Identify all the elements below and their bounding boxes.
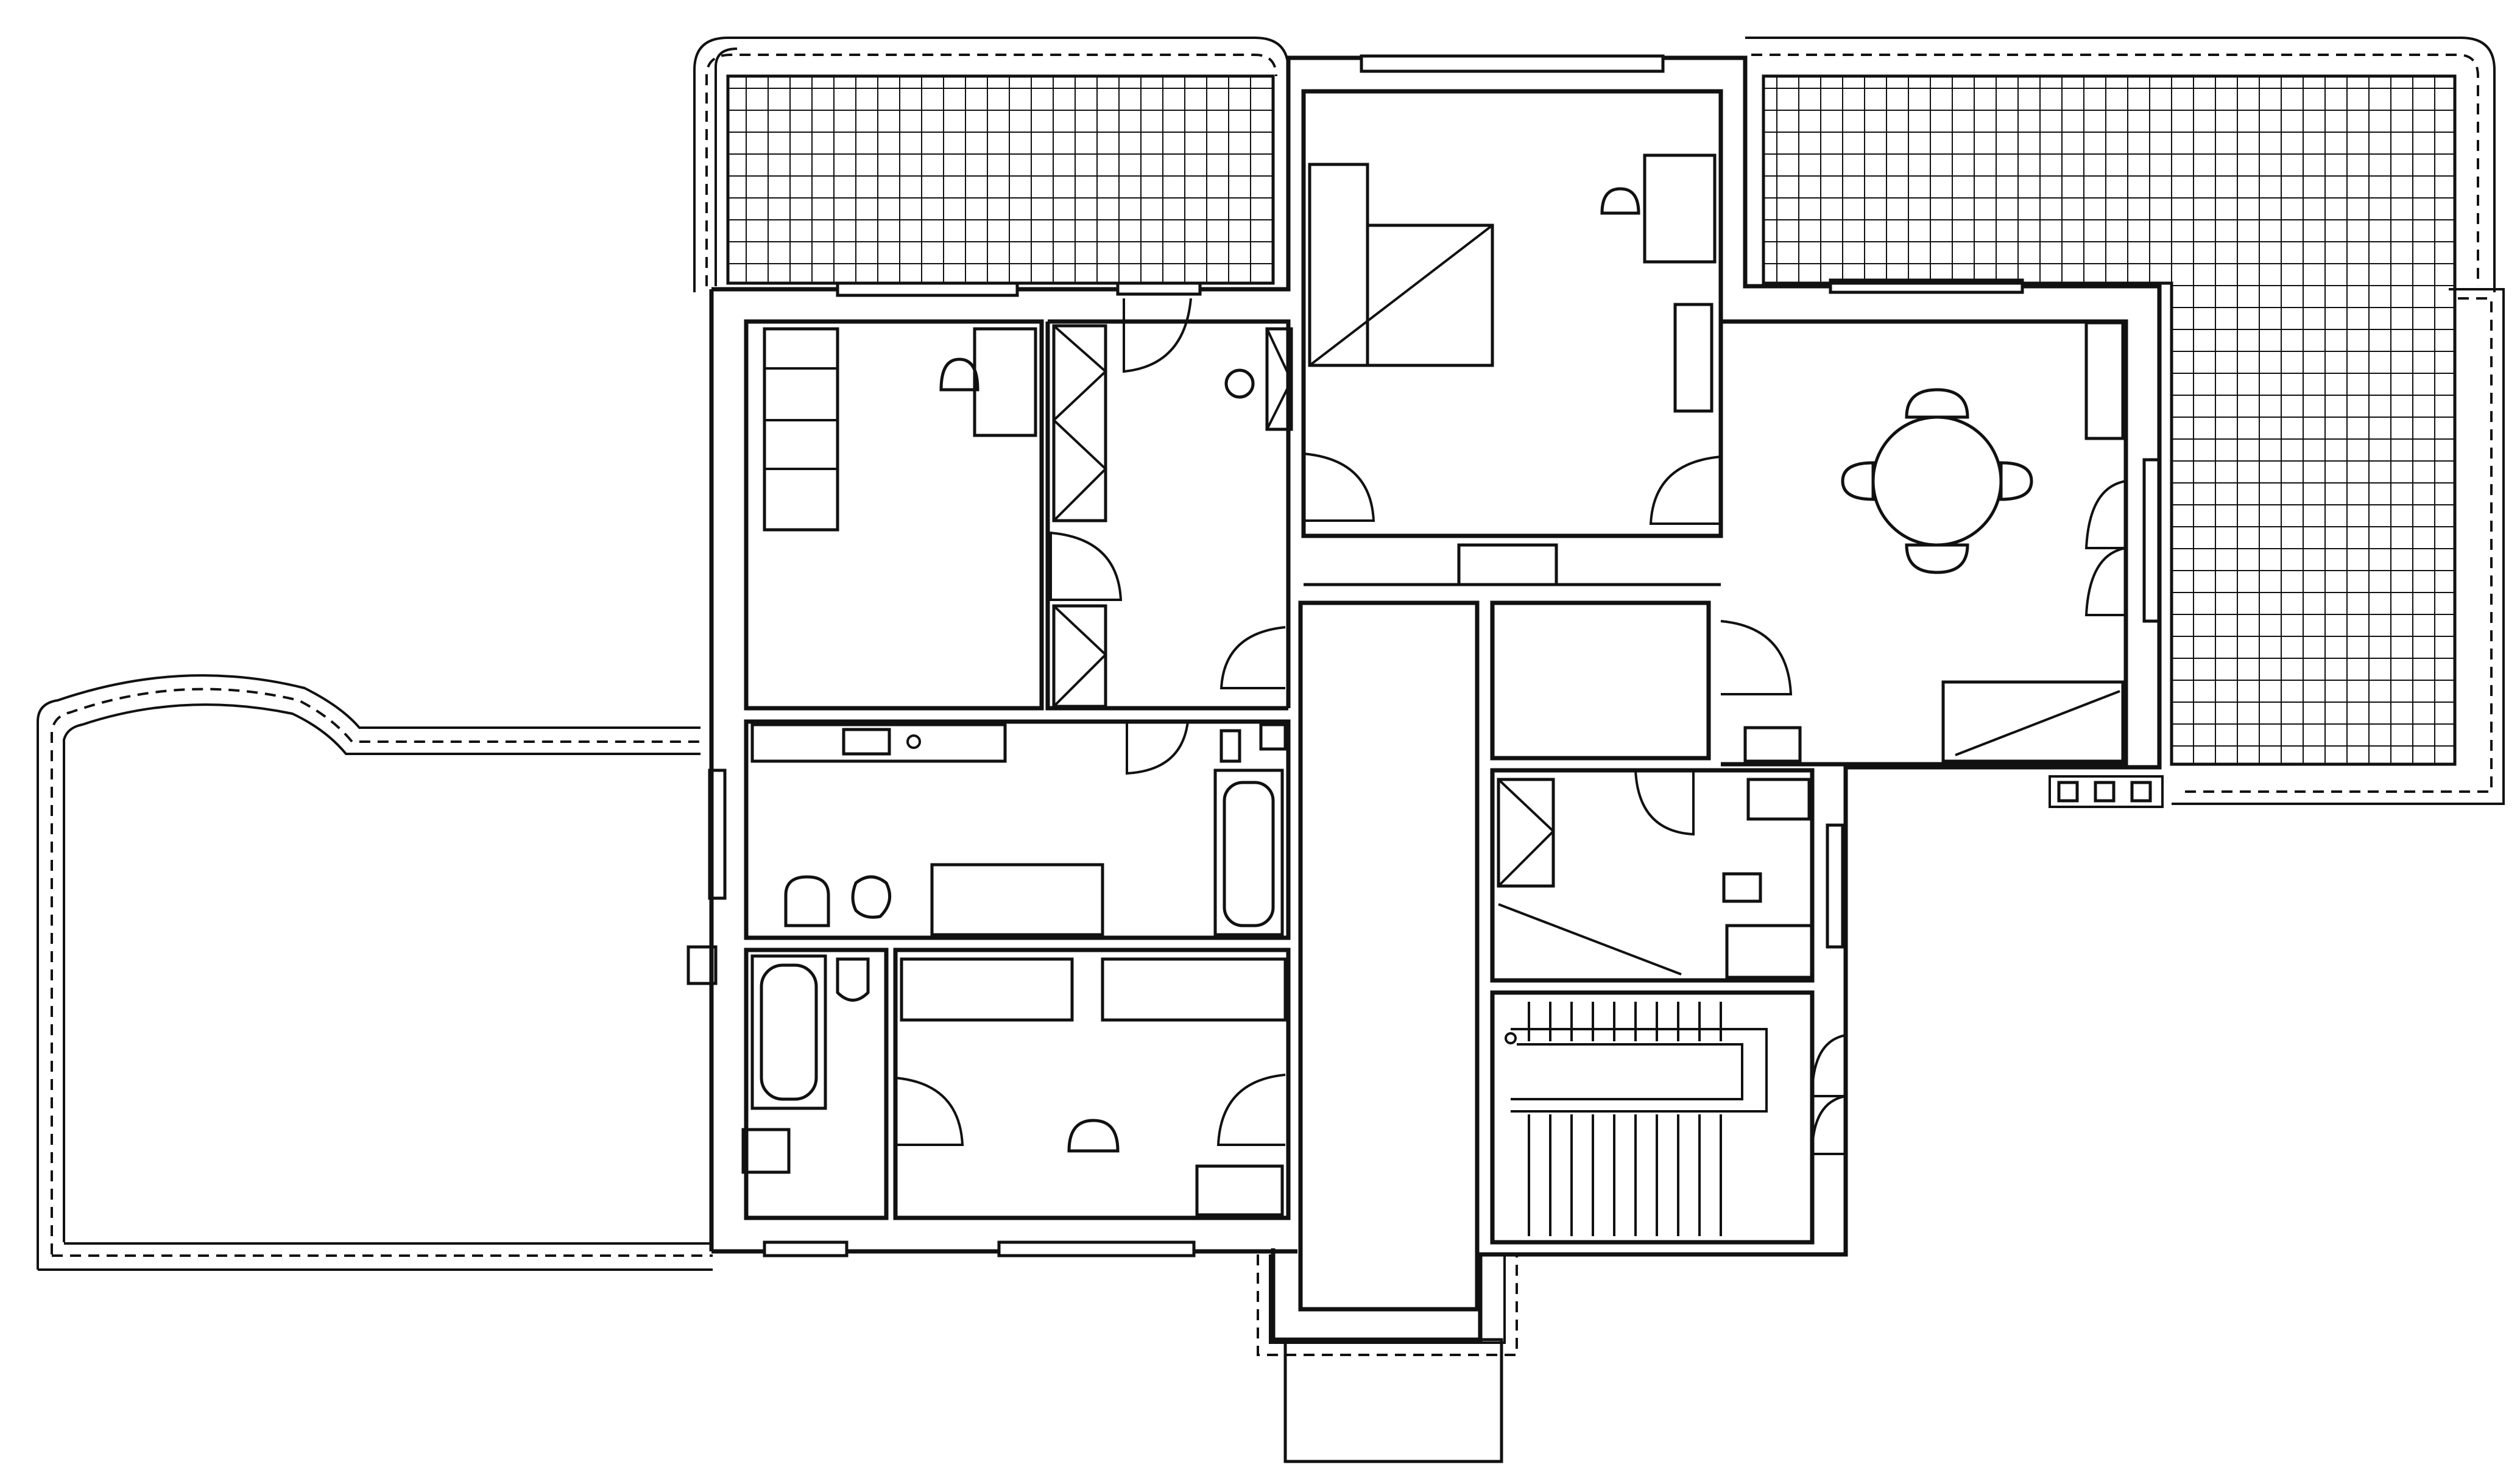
terrace-left — [37, 674, 713, 1271]
bedroom-1-furniture — [763, 327, 1037, 532]
dining-furniture — [1841, 321, 2125, 763]
room-right-furniture — [1497, 726, 1814, 979]
terrace-top-right — [1745, 37, 2505, 805]
door-swings — [895, 298, 2126, 1155]
closet-furniture — [1052, 324, 1293, 708]
kitchen-furniture — [750, 723, 1287, 937]
east-fixtures — [2049, 775, 2164, 808]
bath-furniture — [686, 945, 870, 1174]
bedroom-2-furniture — [1308, 153, 1717, 586]
stair — [1505, 1002, 1768, 1236]
room-lower-furniture — [900, 957, 1287, 1217]
terrace-top-left — [693, 37, 1290, 292]
entry-porch — [1257, 1254, 1518, 1463]
